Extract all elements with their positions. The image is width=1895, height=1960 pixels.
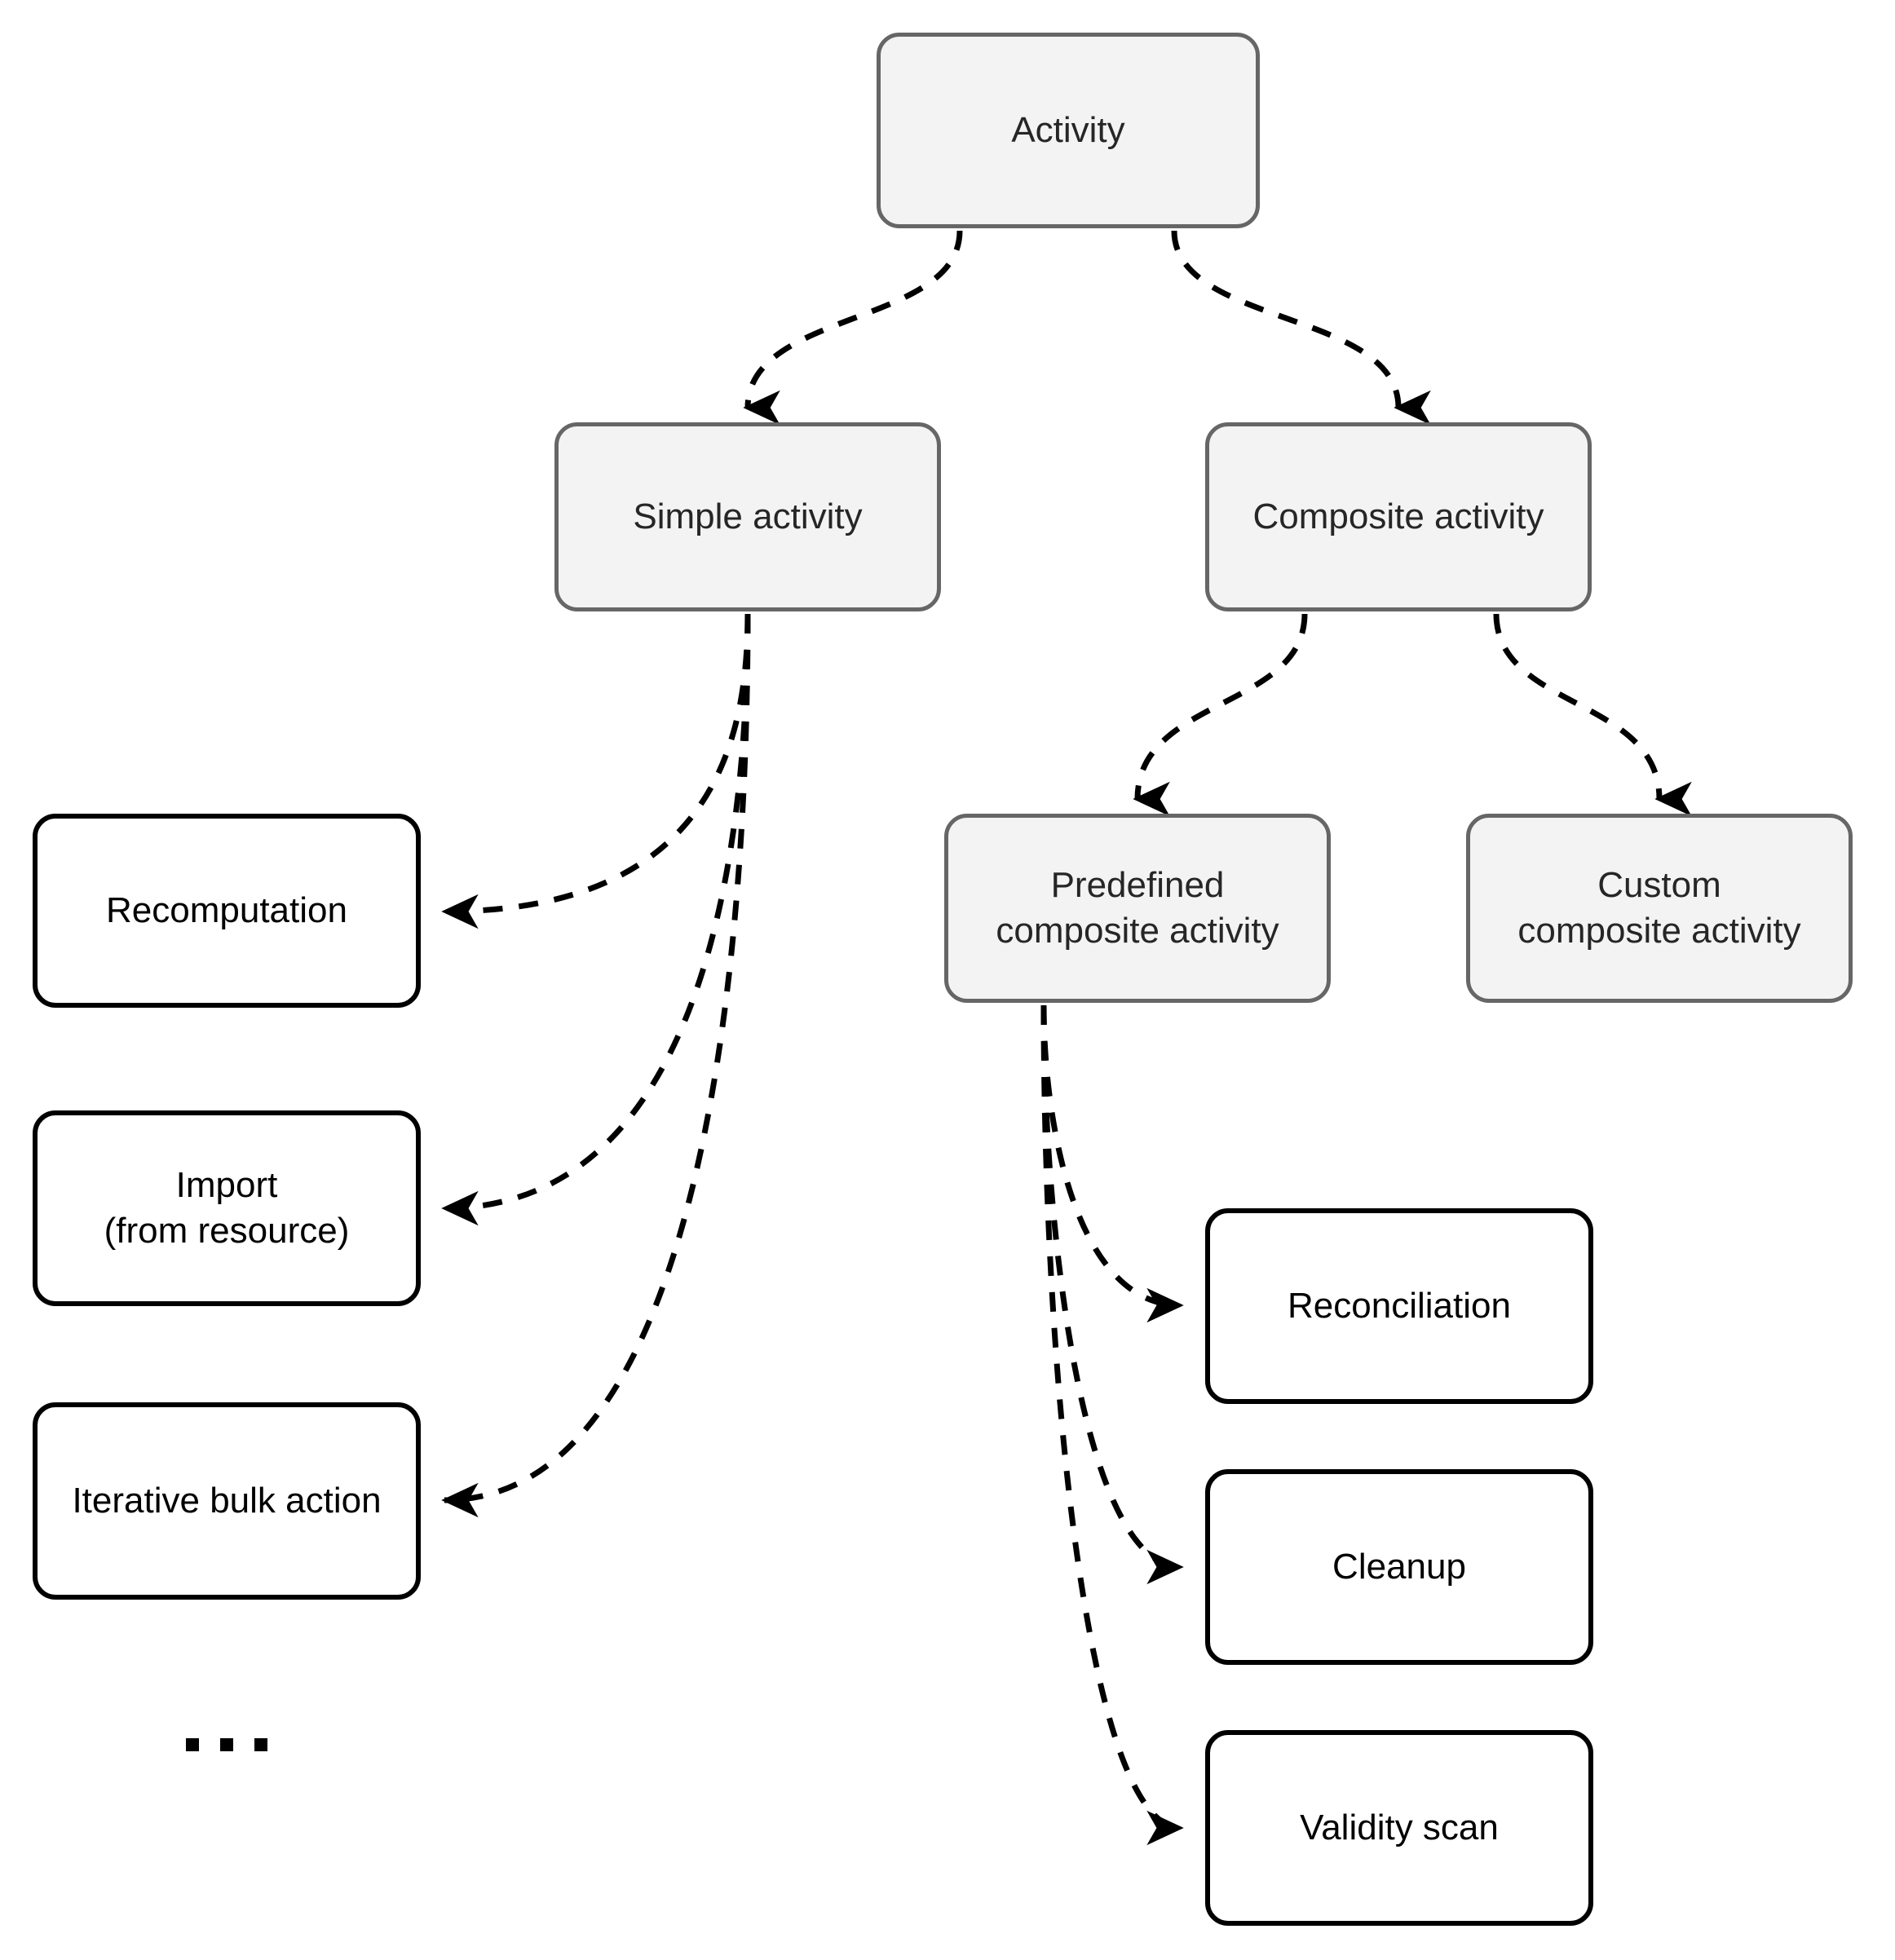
node-validity-scan[interactable]: Validity scan	[1205, 1730, 1593, 1926]
node-recomputation[interactable]: Recomputation	[33, 814, 421, 1008]
node-iterative-bulk-action[interactable]: Iterative bulk action	[33, 1402, 421, 1600]
node-label: Recomputation	[106, 890, 347, 930]
node-label: Iterative bulk action	[72, 1480, 382, 1521]
node-label: Custom composite activity	[1517, 864, 1801, 951]
node-predefined-composite[interactable]: Predefined composite activity	[944, 814, 1331, 1003]
node-label: Import (from resource)	[104, 1164, 350, 1251]
node-composite-activity[interactable]: Composite activity	[1205, 422, 1592, 611]
node-label: Cleanup	[1332, 1546, 1466, 1587]
edge-simple-to-recomputation	[441, 613, 751, 929]
node-label: Activity	[1011, 109, 1125, 150]
node-label: Composite activity	[1252, 496, 1544, 536]
node-label: Simple activity	[633, 496, 863, 536]
ellipsis-dot	[186, 1738, 199, 1751]
edge-predefined-to-cleanup	[1040, 1004, 1184, 1585]
edge-predefined-to-reconciliation	[1040, 1004, 1184, 1323]
edge-predefined-to-validity-scan	[1040, 1004, 1184, 1846]
node-activity[interactable]: Activity	[877, 33, 1260, 228]
edge-activity-to-simple	[743, 230, 963, 426]
ellipsis-dot	[254, 1738, 267, 1751]
node-reconciliation[interactable]: Reconciliation	[1205, 1208, 1593, 1404]
ellipsis-dot	[220, 1738, 233, 1751]
ellipsis-more-simple-activities	[186, 1738, 267, 1751]
node-label: Predefined composite activity	[996, 864, 1279, 951]
node-import-from-resource[interactable]: Import (from resource)	[33, 1110, 421, 1306]
node-cleanup[interactable]: Cleanup	[1205, 1469, 1593, 1665]
edge-activity-to-composite	[1171, 230, 1431, 426]
node-label: Reconciliation	[1288, 1285, 1511, 1326]
edge-simple-to-iterative-bulk	[441, 613, 751, 1518]
edge-composite-to-predefined	[1133, 613, 1308, 817]
edge-composite-to-custom	[1493, 613, 1692, 817]
edge-simple-to-import	[441, 613, 751, 1226]
node-custom-composite[interactable]: Custom composite activity	[1466, 814, 1853, 1003]
node-simple-activity[interactable]: Simple activity	[554, 422, 941, 611]
node-label: Validity scan	[1300, 1807, 1499, 1847]
